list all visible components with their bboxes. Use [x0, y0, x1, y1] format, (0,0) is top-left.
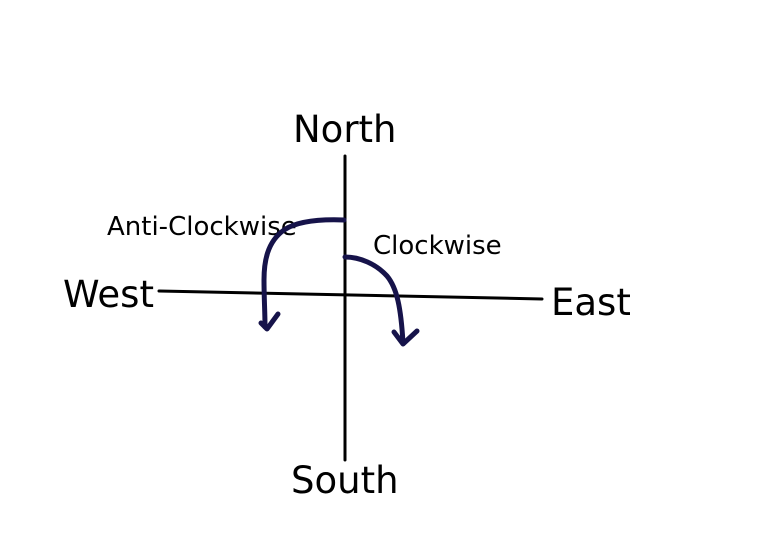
label-south: South [291, 459, 399, 502]
label-east: East [551, 281, 631, 324]
horizontal-axis [157, 289, 544, 301]
label-north: North [293, 108, 396, 151]
anticlockwise-arrowhead [258, 311, 281, 332]
label-west: West [63, 273, 154, 316]
label-anticlockwise: Anti-Clockwise [107, 212, 297, 242]
anticlockwise-arrow [261, 217, 347, 330]
label-clockwise: Clockwise [373, 231, 502, 261]
clockwise-arrow [342, 254, 406, 346]
clockwise-arrowhead [391, 328, 420, 347]
